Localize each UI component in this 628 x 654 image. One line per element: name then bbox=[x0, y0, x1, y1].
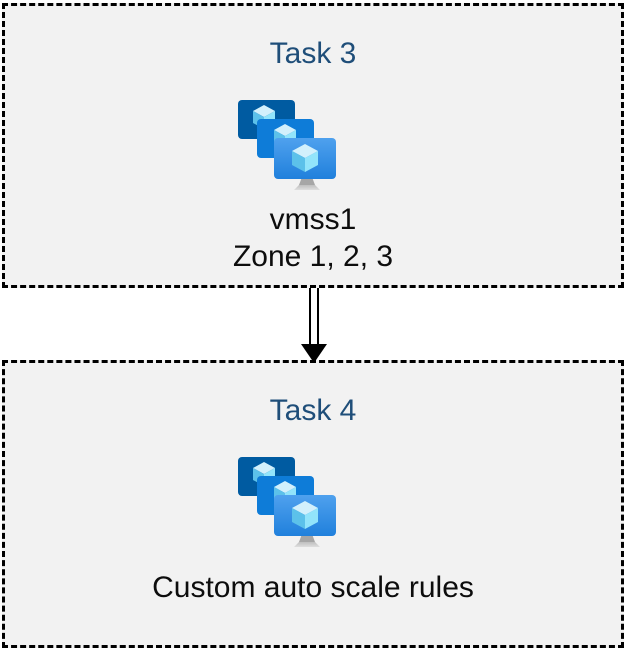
vm-scale-sets-icon bbox=[238, 100, 336, 190]
vm-scale-sets-icon bbox=[238, 457, 336, 547]
connector-arrow-shaft bbox=[309, 288, 319, 346]
task3-label: vmss1 Zone 1, 2, 3 bbox=[233, 201, 393, 275]
task3-label-line2: Zone 1, 2, 3 bbox=[232, 240, 394, 273]
task4-label: Custom auto scale rules bbox=[152, 571, 474, 604]
task3-box: Task 3 bbox=[2, 3, 624, 288]
task3-label-line1: vmss1 bbox=[269, 203, 357, 236]
task4-title: Task 4 bbox=[269, 394, 357, 427]
task4-box: Task 4 Custom auto scale rules bbox=[2, 360, 624, 648]
connector-arrow-head-icon bbox=[301, 344, 327, 363]
task3-title: Task 3 bbox=[269, 37, 357, 70]
